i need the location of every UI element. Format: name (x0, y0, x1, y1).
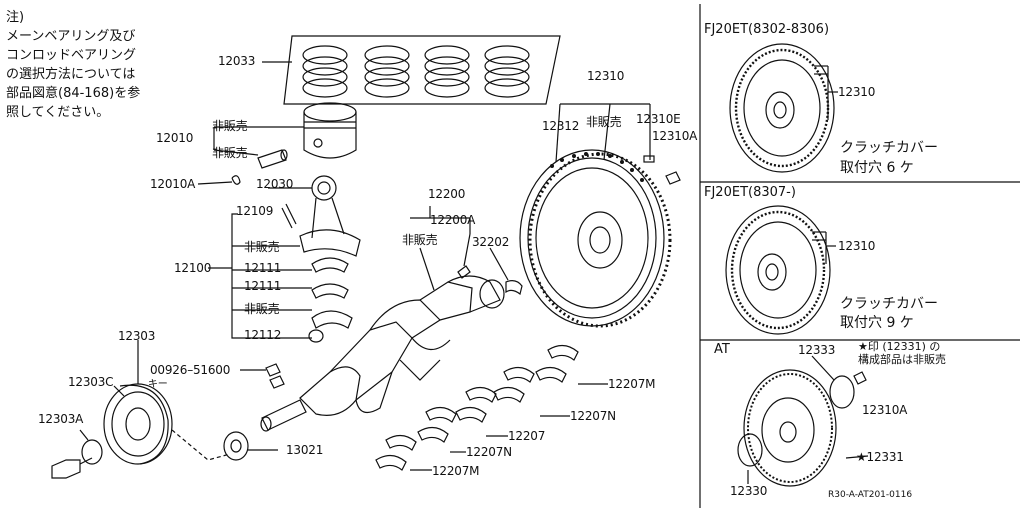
adapter-plate (829, 375, 855, 409)
dowel-pin (643, 155, 655, 163)
panel-bot-header: AT (714, 342, 730, 357)
crank-pulley (103, 383, 173, 465)
label-12200a: 12200A (430, 213, 476, 227)
label-12310: 12310 (587, 69, 625, 83)
flywheel-panel-top (729, 43, 835, 173)
snap-ring (231, 175, 241, 185)
crankshaft (260, 275, 505, 432)
label-12207m-2: 12207M (432, 464, 480, 478)
panel-top-label-12310: 12310 (838, 85, 876, 99)
label-12112: 12112 (244, 328, 282, 342)
label-not-for-sale-2: 非販売 (212, 146, 248, 160)
reference-code: R30-A-AT201-0116 (828, 490, 913, 500)
label-12111-upper: 12111 (244, 261, 282, 275)
label-12310a: 12310A (652, 129, 698, 143)
label-not-for-sale-3: 非販売 (244, 240, 280, 254)
woodruff-key-1 (265, 363, 281, 377)
label-12207n-2: 12207N (466, 445, 512, 459)
rod-bearing-lower (311, 283, 349, 299)
label-51600: 51600 (193, 363, 231, 377)
drive-plate-bolt (853, 371, 867, 385)
flywheel-main (519, 149, 672, 328)
drive-plate (743, 369, 837, 487)
washer (81, 439, 103, 465)
label-12207: 12207 (508, 429, 546, 443)
piston (303, 102, 357, 159)
panel-bot-label-12333: 12333 (798, 343, 836, 357)
piston-pin (257, 149, 288, 169)
panel-top-header: FJ20ET(8302-8306) (704, 22, 830, 37)
label-12303a: 12303A (38, 412, 84, 426)
label-12010a: 12010A (150, 177, 196, 191)
label-12033: 12033 (218, 54, 256, 68)
note-line-5: 部品図意(84-168)を参 (6, 86, 141, 101)
panel-top-callout-1: クラッチカバー (840, 140, 938, 156)
bracket-12100 (231, 213, 312, 339)
panel-mid-label-12310: 12310 (838, 239, 876, 253)
label-12010: 12010 (156, 131, 194, 145)
label-12111-lower: 12111 (244, 279, 282, 293)
ring-gear-teeth (550, 152, 644, 182)
label-not-for-sale-4: 非販売 (244, 302, 280, 316)
label-not-for-sale-1: 非販売 (212, 119, 248, 133)
label-key: キー (148, 379, 168, 390)
reinforcement-plate (737, 433, 763, 467)
label-12207m-1: 12207M (608, 377, 656, 391)
label-12100: 12100 (174, 261, 212, 275)
label-12207n-1: 12207N (570, 409, 616, 423)
label-12303c: 12303C (68, 375, 114, 389)
label-13021: 13021 (286, 443, 324, 457)
main-bearings (375, 344, 579, 471)
label-12312: 12312 (542, 119, 580, 133)
label-12303: 12303 (118, 329, 156, 343)
rod-bearing-upper (311, 257, 349, 273)
label-not-for-sale-5: 非販売 (402, 233, 438, 247)
note-line-2: メーンベアリング及び (6, 29, 136, 44)
panel-mid-callout-1: クラッチカバー (840, 296, 938, 312)
rod-cap (311, 310, 353, 329)
woodruff-key-2 (269, 375, 285, 389)
selection-note: 注) メーンベアリング及び コンロッドベアリング の選択方法については 部品図意… (6, 8, 140, 122)
rod-nut (308, 329, 324, 343)
panel-bot-label-12331: ★12331 (856, 450, 904, 464)
note-line-1: 注) (6, 10, 25, 25)
pilot-bushing (505, 280, 523, 296)
label-00926: 00926 (150, 363, 188, 377)
note-line-6: 照してください。 (6, 105, 110, 120)
label-12200: 12200 (428, 187, 466, 201)
flywheel-panel-mid (725, 205, 831, 335)
label-12109: 12109 (236, 204, 274, 218)
ring-set-box (283, 35, 561, 105)
pulley-bolt (51, 457, 93, 479)
label-12030: 12030 (256, 177, 294, 191)
label-12310e: 12310E (636, 112, 681, 126)
panel-bot-star-note-2: 構成部品は非販売 (858, 353, 946, 366)
label-32202: 32202 (472, 235, 510, 249)
panel-bot-label-12330: 12330 (730, 484, 768, 498)
panel-bot-label-12310a: 12310A (862, 403, 908, 417)
panel-bot-star-note-1: ★印 (12331) の (858, 340, 941, 353)
label-not-for-sale-6: 非販売 (586, 115, 622, 129)
panel-mid-header: FJ20ET(8307-) (704, 185, 796, 200)
panel-mid-callout-2: 取付穴 9 ケ (840, 315, 914, 331)
note-line-3: コンロッドベアリング (6, 48, 137, 63)
leader-12010a (197, 181, 233, 185)
key-piece (457, 265, 471, 279)
flywheel-bolt (665, 171, 681, 185)
piston-rings (302, 45, 530, 98)
crank-sprocket (223, 431, 249, 461)
panel-top-callout-2: 取付穴 6 ケ (840, 160, 914, 176)
note-line-4: の選択方法については (6, 67, 136, 82)
label-00926-51600: 00926–51600 (150, 363, 231, 377)
